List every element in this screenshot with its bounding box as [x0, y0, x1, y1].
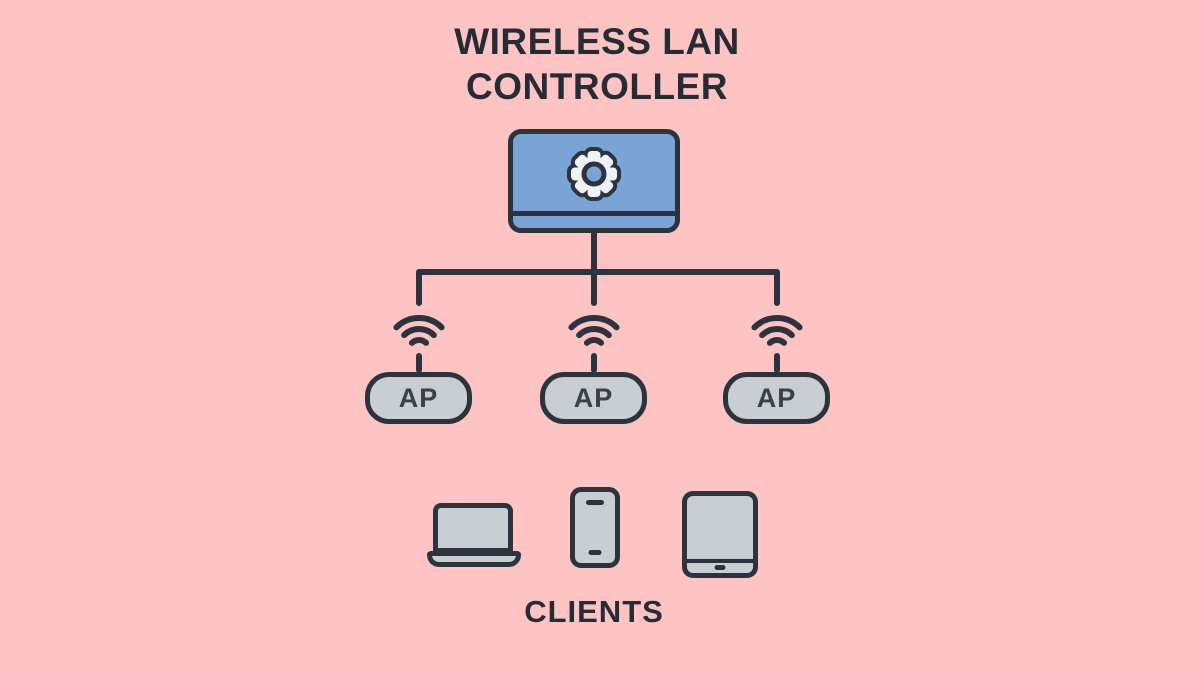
laptop-base [427, 551, 521, 567]
clients-label: CLIENTS [524, 594, 664, 629]
wifi-icon [737, 304, 817, 374]
wifi-icon [379, 304, 459, 374]
tablet-base-strip [687, 559, 753, 573]
laptop-icon [433, 503, 513, 553]
tablet-home-button [714, 565, 726, 570]
ap-label: AP [756, 382, 797, 413]
ap-label: AP [573, 382, 614, 413]
access-point-node: AP [723, 372, 830, 424]
wifi-icon [554, 304, 634, 374]
title-line-1: WIRELESS LAN [454, 21, 740, 62]
monitor-base-strip [513, 211, 675, 228]
phone-speaker [586, 500, 604, 505]
diagram-title: WIRELESS LAN CONTROLLER [397, 19, 797, 109]
gear-icon [567, 147, 621, 201]
phone-home-button [588, 550, 602, 555]
access-point-node: AP [540, 372, 647, 424]
access-point-node: AP [365, 372, 472, 424]
wlan-controller-node [508, 129, 680, 233]
smartphone-icon [570, 487, 620, 568]
title-line-2: CONTROLLER [466, 66, 728, 107]
ap-label: AP [398, 382, 439, 413]
tablet-icon [682, 491, 758, 578]
